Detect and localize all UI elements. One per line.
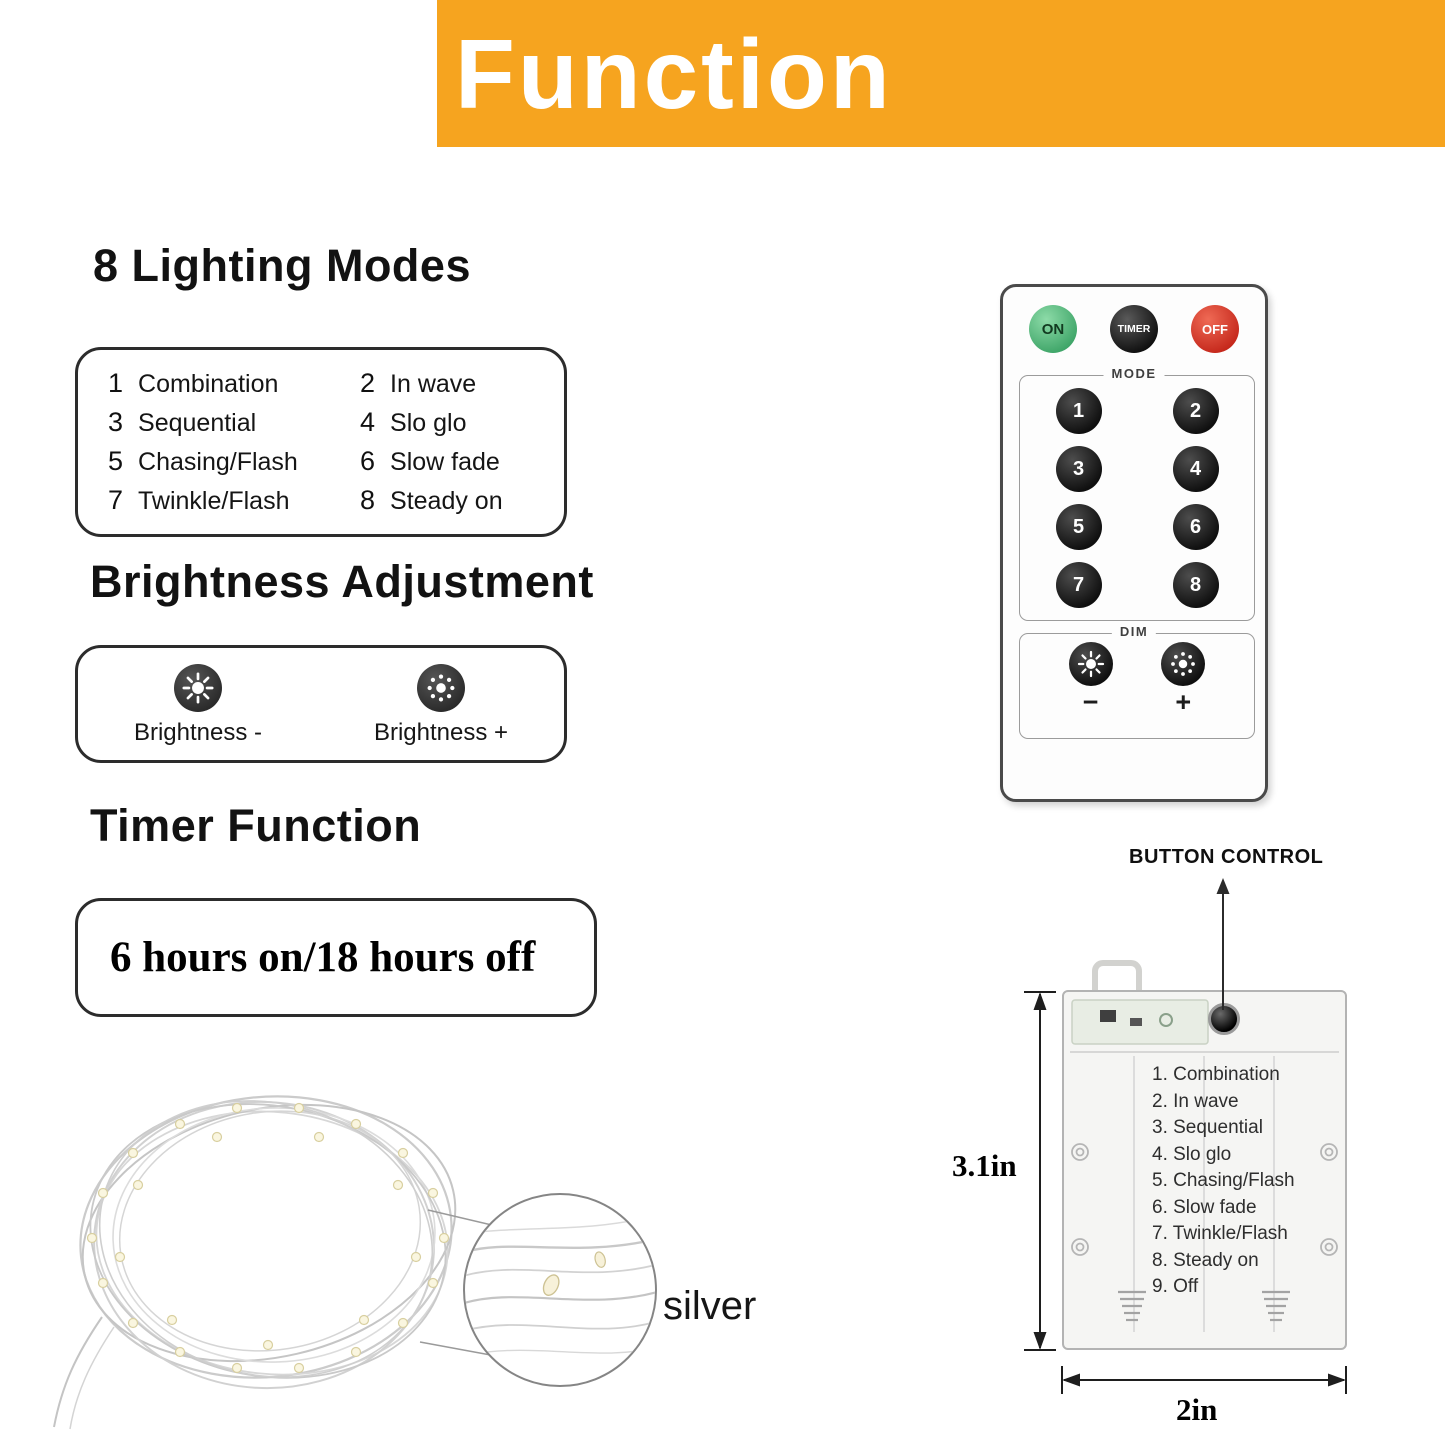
dim-minus-sign: − <box>1082 687 1099 717</box>
mode-number: 3 <box>108 407 124 437</box>
mode-item: 5 Chasing/Flash <box>108 446 360 477</box>
dim-plus-button <box>1161 642 1206 686</box>
mode-button-1: 1 <box>1055 388 1102 434</box>
mode-item: 1 Combination <box>108 368 360 399</box>
battery-internals <box>1070 999 1339 1332</box>
lighting-modes-box: 1 Combination 2 In wave 3 Sequential 4 S… <box>75 347 567 537</box>
mode-label: In wave <box>390 370 477 398</box>
battery-control-button <box>1208 1003 1240 1035</box>
mode-item: 3 Sequential <box>108 407 360 438</box>
brightness-plus-group: Brightness + <box>373 663 509 747</box>
dim-minus-button <box>1068 642 1113 686</box>
mode-item: 7 Twinkle/Flash <box>108 485 360 516</box>
battery-list-item: 3. Sequential <box>1152 1117 1263 1138</box>
mode-button-3: 3 <box>1055 446 1102 492</box>
timer-value: 6 hours on/18 hours off <box>110 934 536 981</box>
mode-number: 7 <box>108 485 124 515</box>
page-title: Function <box>455 18 893 129</box>
battery-list-item: 2. In wave <box>1152 1090 1239 1112</box>
mode-number: 2 <box>360 368 376 398</box>
brightness-plus-icon <box>416 663 465 712</box>
on-button: ON <box>1029 305 1077 353</box>
string-light-coil <box>53 1095 457 1430</box>
silver-caption: silver <box>663 1284 757 1328</box>
brightness-minus-icon <box>173 663 222 712</box>
mode-number: 4 <box>360 407 376 437</box>
mode-button-4: 4 <box>1172 446 1219 492</box>
battery-list-item: 6. Slow fade <box>1152 1196 1257 1218</box>
button-control-label: BUTTON CONTROL <box>1129 846 1324 868</box>
remote-control: ON TIMER OFF MODE 1 2 3 4 5 6 7 8 DIM <box>1000 284 1268 802</box>
dim-section-label: DIM <box>1111 624 1157 639</box>
mode-label: Twinkle/Flash <box>138 487 290 515</box>
button-control-arrowhead <box>1216 878 1230 894</box>
mode-number: 1 <box>108 368 124 398</box>
height-dim-arrow-up <box>1033 992 1047 1010</box>
mode-label: Chasing/Flash <box>138 448 298 476</box>
remote-power-row: ON TIMER OFF <box>1003 305 1265 353</box>
dim-plus-group: + <box>1161 642 1206 717</box>
mode-label: Steady on <box>390 487 503 515</box>
off-button: OFF <box>1191 305 1239 353</box>
mode-buttons-panel: 1 2 3 4 5 6 7 8 <box>1019 375 1255 621</box>
width-dim-arrow-left <box>1062 1373 1080 1387</box>
mode-label: Sequential <box>138 409 257 437</box>
mode-label: Combination <box>138 370 279 398</box>
width-dimension-label: 2in <box>1176 1392 1218 1427</box>
heading-timer: Timer Function <box>90 800 422 851</box>
battery-list-item: 1. Combination <box>1152 1064 1280 1085</box>
mode-button-2: 2 <box>1172 388 1219 434</box>
battery-list-item: 4. Slo glo <box>1152 1143 1232 1165</box>
width-dim-arrow-right <box>1328 1373 1346 1387</box>
magnified-wire-detail <box>465 1215 655 1357</box>
heading-lighting-modes: 8 Lighting Modes <box>93 240 471 291</box>
magnifier-circle <box>463 1193 657 1387</box>
mode-button-6: 6 <box>1172 504 1219 550</box>
mode-section-label: MODE <box>1103 366 1165 381</box>
dim-panel: − + <box>1019 633 1255 739</box>
mode-button-5: 5 <box>1055 504 1102 550</box>
mode-label: Slo glo <box>390 409 467 437</box>
mode-label: Slow fade <box>390 448 500 476</box>
height-dimension-label: 3.1in <box>952 1148 1017 1183</box>
timer-button: TIMER <box>1110 305 1158 353</box>
battery-list-item: 7. Twinkle/Flash <box>1152 1223 1288 1244</box>
battery-list-item: 5. Chasing/Flash <box>1152 1170 1295 1191</box>
banner: Function <box>437 0 1445 147</box>
brightness-box: Brightness - Brightness + <box>75 645 567 763</box>
dim-plus-sign: + <box>1175 687 1192 717</box>
brightness-minus-label: Brightness - <box>133 718 263 746</box>
dim-minus-group: − <box>1068 642 1113 717</box>
mode-number: 6 <box>360 446 376 476</box>
mode-item: 6 Slow fade <box>360 446 552 477</box>
mode-number: 8 <box>360 485 376 515</box>
heading-brightness: Brightness Adjustment <box>90 556 594 607</box>
brightness-minus-group: Brightness - <box>133 663 263 747</box>
height-dim-arrow-down <box>1033 1332 1047 1350</box>
battery-list-item: 9. Off <box>1152 1276 1199 1297</box>
timer-box: 6 hours on/18 hours off <box>75 898 597 1017</box>
brightness-plus-label: Brightness + <box>373 718 509 746</box>
battery-box: 1. Combination 2. In wave 3. Sequential … <box>1062 990 1347 1350</box>
battery-mode-list: 1. Combination 2. In wave 3. Sequential … <box>1152 1062 1295 1301</box>
mode-number: 5 <box>108 446 124 476</box>
mode-item: 2 In wave <box>360 368 552 399</box>
mode-item: 4 Slo glo <box>360 407 552 438</box>
battery-list-item: 8. Steady on <box>1152 1249 1259 1271</box>
mode-item: 8 Steady on <box>360 485 552 516</box>
mode-button-8: 8 <box>1172 562 1219 608</box>
mode-button-7: 7 <box>1055 562 1102 608</box>
